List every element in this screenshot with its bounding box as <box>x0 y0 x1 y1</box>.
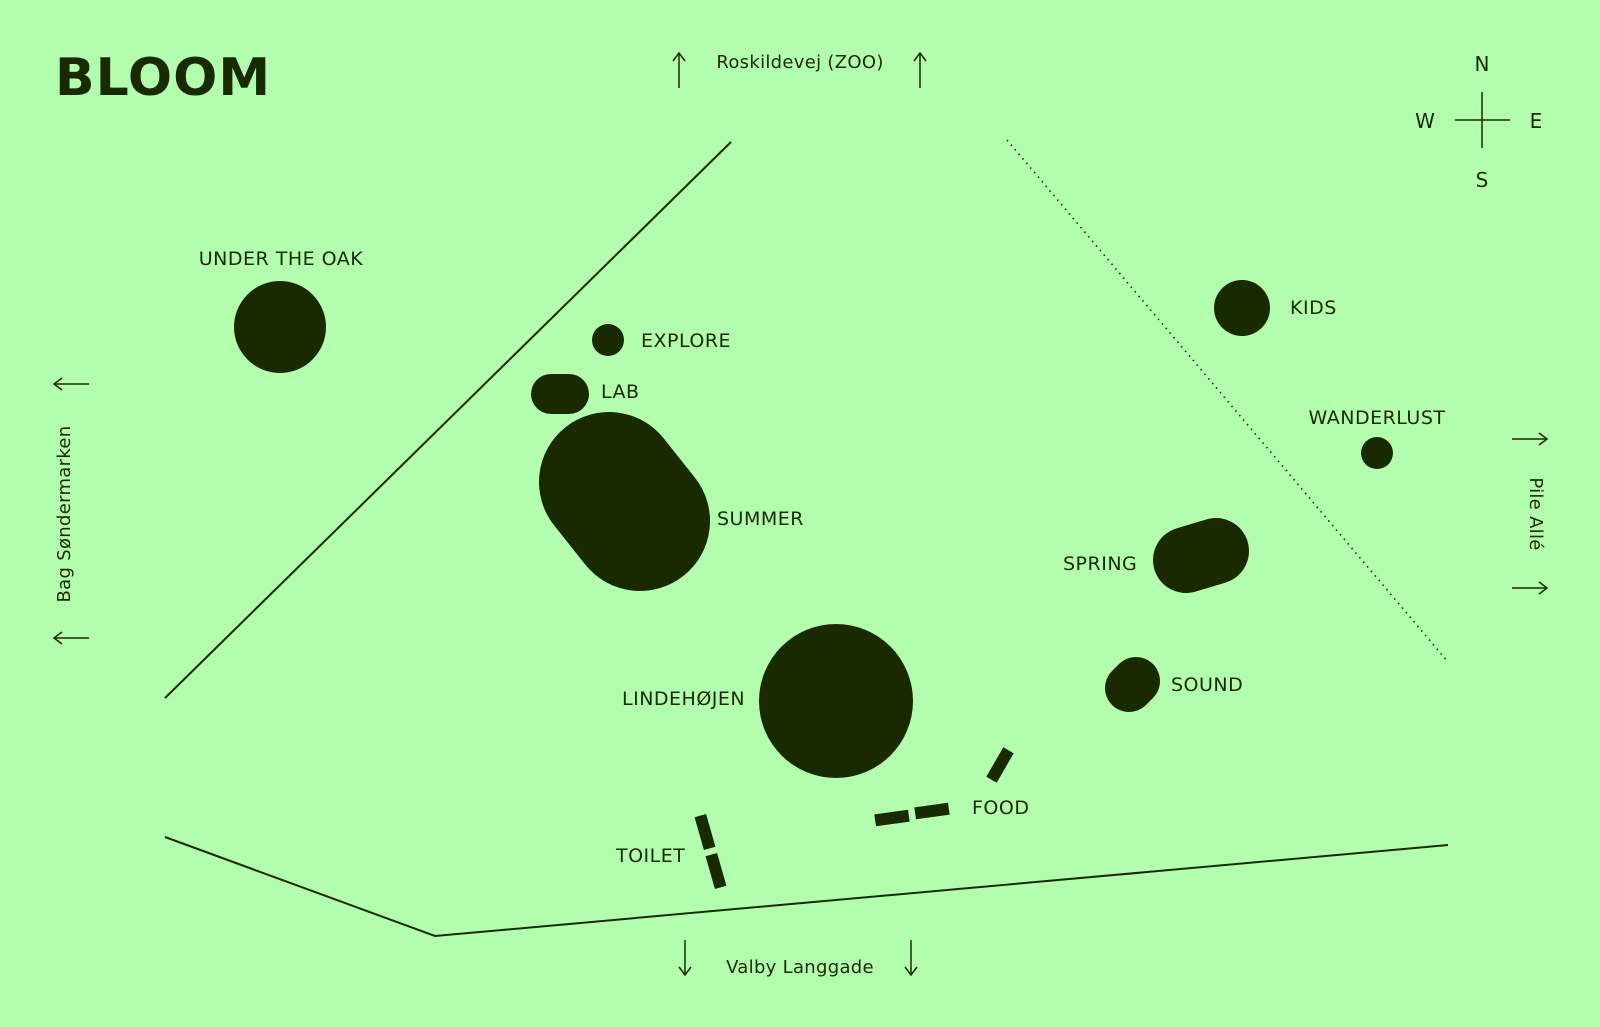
down-arrow-head-icon <box>904 966 918 977</box>
south-road-indicator: Valby Langgade <box>678 940 918 978</box>
northwest-boundary-line <box>164 141 732 699</box>
lindehojen-label: LINDEHØJEN <box>622 688 745 710</box>
under-the-oak-marker <box>234 281 326 373</box>
compass-north: N <box>1475 52 1490 76</box>
kids-label: KIDS <box>1290 297 1337 319</box>
summer-marker <box>539 412 710 591</box>
right-arrow-head-icon <box>1538 581 1549 595</box>
area-kids[interactable]: KIDS <box>1214 280 1337 336</box>
compass-rose-icon: N S W E <box>1415 52 1542 192</box>
down-arrow-head-icon <box>678 966 692 977</box>
area-wanderlust[interactable]: WANDERLUST <box>1308 407 1445 469</box>
wanderlust-marker <box>1361 437 1393 469</box>
road-label-east: Pile Allé <box>1525 477 1546 550</box>
up-arrow-head-icon <box>672 51 686 62</box>
sound-label: SOUND <box>1171 674 1243 696</box>
toilet-label: TOILET <box>615 845 685 867</box>
lab-label: LAB <box>601 381 640 403</box>
spring-label: SPRING <box>1063 553 1137 575</box>
spring-marker <box>1153 518 1249 593</box>
lab-marker <box>531 374 589 414</box>
road-label-north: Roskildevej (ZOO) <box>716 52 883 73</box>
explore-marker <box>592 324 624 356</box>
east-road-indicator: Pile Allé <box>1512 432 1549 595</box>
summer-label: SUMMER <box>717 508 804 530</box>
north-road-indicator: Roskildevej (ZOO) <box>672 51 927 88</box>
area-lindehojen[interactable]: LINDEHØJEN <box>622 624 913 778</box>
area-lab[interactable]: LAB <box>531 374 640 414</box>
wanderlust-label: WANDERLUST <box>1308 407 1445 429</box>
northeast-dotted-path <box>1006 139 1449 663</box>
explore-label: EXPLORE <box>641 330 731 352</box>
area-food[interactable]: FOOD <box>874 747 1029 827</box>
road-label-south: Valby Langgade <box>726 957 874 978</box>
sound-marker <box>1105 657 1160 712</box>
toilet-block-marker <box>694 814 716 850</box>
left-arrow-head-icon <box>52 631 63 645</box>
food-stall-marker <box>986 747 1014 783</box>
toilet-block-marker <box>705 853 727 889</box>
south-boundary-line <box>164 836 1449 938</box>
area-under-the-oak[interactable]: UNDER THE OAK <box>199 248 364 373</box>
under-the-oak-label: UNDER THE OAK <box>199 248 364 270</box>
food-stall-marker <box>914 802 950 820</box>
compass-south: S <box>1476 168 1489 192</box>
map-title: BLOOM <box>55 48 271 108</box>
west-road-indicator: Bag Søndermarken <box>52 377 89 645</box>
lindehojen-marker <box>759 624 913 778</box>
kids-marker <box>1214 280 1270 336</box>
area-toilet[interactable]: TOILET <box>615 814 727 889</box>
food-label: FOOD <box>972 797 1029 819</box>
area-spring[interactable]: SPRING <box>1063 518 1249 593</box>
up-arrow-head-icon <box>913 51 927 62</box>
area-explore[interactable]: EXPLORE <box>592 324 731 356</box>
area-summer[interactable]: SUMMER <box>539 412 804 591</box>
road-label-west: Bag Søndermarken <box>54 426 75 603</box>
compass-west: W <box>1415 109 1435 133</box>
right-arrow-head-icon <box>1538 432 1549 446</box>
area-sound[interactable]: SOUND <box>1105 657 1243 712</box>
compass-east: E <box>1530 109 1543 133</box>
left-arrow-head-icon <box>52 377 63 391</box>
food-stall-marker <box>874 809 910 827</box>
